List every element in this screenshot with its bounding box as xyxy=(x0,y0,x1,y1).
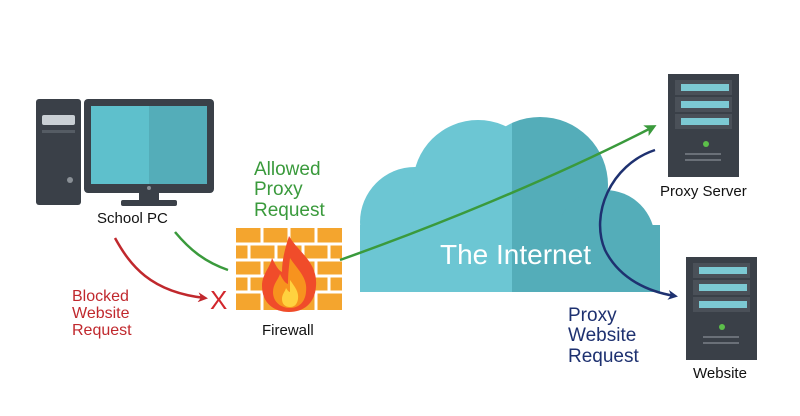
internet-label: The Internet xyxy=(440,239,591,270)
allowed-request-label: Allowed Proxy Request xyxy=(254,159,325,221)
proxy-line-1: Proxy xyxy=(568,305,617,326)
proxy-server-label: Proxy Server xyxy=(660,183,747,200)
proxy-website-request-arrow xyxy=(598,148,678,300)
allowed-request-arrow-to-firewall xyxy=(174,231,229,272)
allowed-line-2: Proxy xyxy=(254,179,303,201)
proxy-website-request-label: Proxy Website Request xyxy=(568,305,639,367)
blocked-request-arrow xyxy=(113,237,208,303)
allowed-line-3: Request xyxy=(254,199,325,221)
pc-tower xyxy=(36,99,81,205)
proxy-line-3: Request xyxy=(568,345,639,367)
blocked-x-mark: X xyxy=(210,285,228,315)
computer-icon xyxy=(36,99,214,206)
school-pc-label: School PC xyxy=(97,210,168,227)
blocked-line-3: Request xyxy=(72,321,132,339)
allowed-request-arrow-to-proxy xyxy=(339,125,657,262)
flame-inner xyxy=(282,280,299,307)
cloud-icon xyxy=(360,117,660,292)
proxy-line-2: Website xyxy=(568,325,637,347)
allowed-line-1: Allowed xyxy=(254,159,321,180)
server-icon xyxy=(668,74,739,177)
blocked-line-1: Blocked xyxy=(72,288,129,305)
blocked-request-label: Blocked Website Request xyxy=(72,288,132,339)
blocked-line-2: Website xyxy=(72,304,130,322)
firewall-label: Firewall xyxy=(262,322,314,339)
server-icon xyxy=(686,257,757,360)
firewall-icon xyxy=(236,228,342,312)
website-label: Website xyxy=(693,365,747,382)
